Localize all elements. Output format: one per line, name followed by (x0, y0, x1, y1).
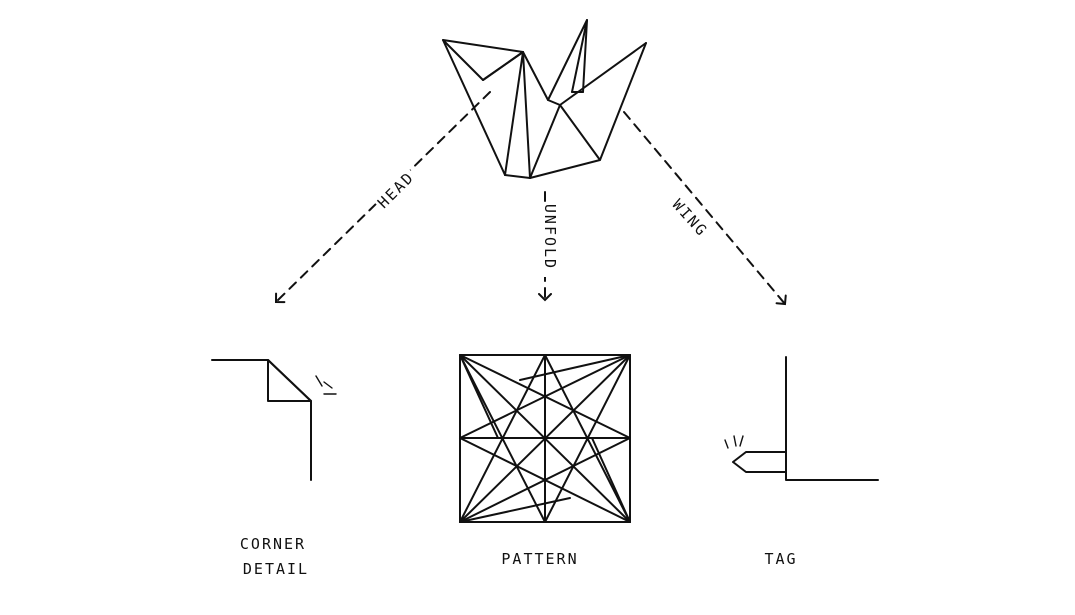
origami-crane (442, 19, 647, 179)
arrow-head: HEAD (274, 91, 491, 304)
caption-corner-line1: CORNER (240, 535, 306, 553)
caption-corner-line2: DETAIL (243, 560, 309, 578)
tag-illustration (724, 356, 879, 481)
caption-pattern: PATTERN (501, 550, 578, 568)
crease-pattern (459, 354, 631, 523)
arrow-unfold: UNFOLD (536, 191, 559, 302)
sparkle-icon (315, 375, 337, 395)
corner-detail-illustration (211, 359, 337, 481)
sparkle-icon (724, 435, 744, 449)
arrow-wing: WING (623, 111, 787, 306)
caption-tag: TAG (764, 550, 797, 568)
arrow-label-unfold: UNFOLD (541, 204, 559, 270)
